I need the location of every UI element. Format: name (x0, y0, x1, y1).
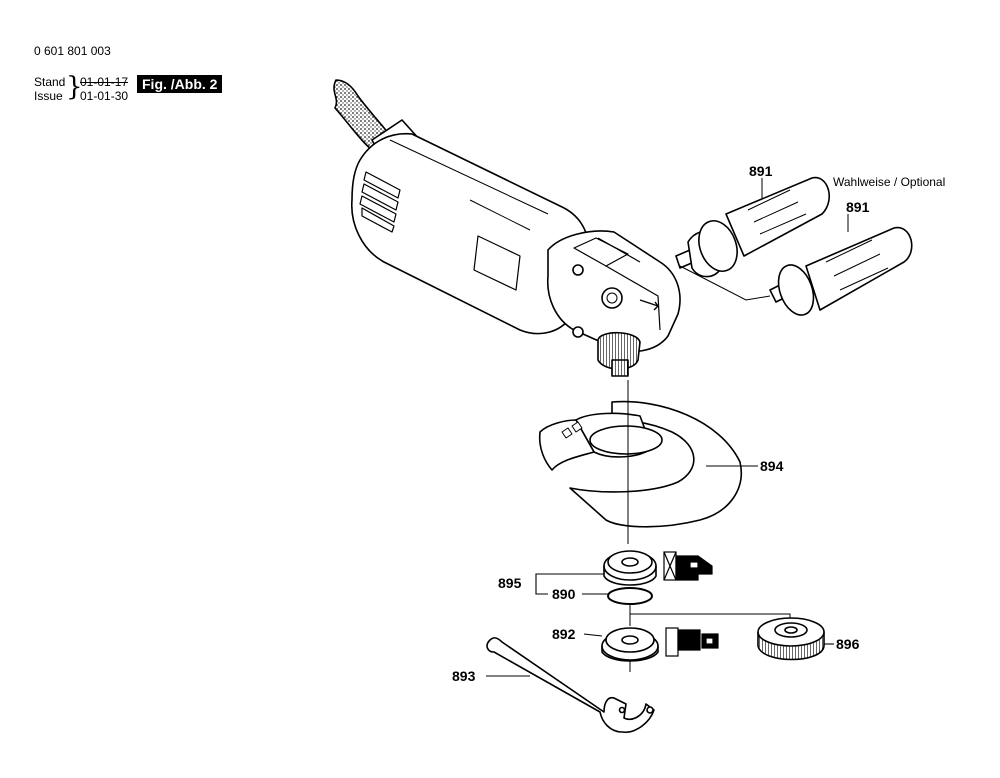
vent-slots (359, 171, 401, 233)
spindle (611, 359, 629, 377)
callout-895: 895 (498, 575, 522, 591)
aux-handle-angled (769, 226, 913, 316)
switch-panel (473, 235, 521, 291)
callout-892: 892 (552, 626, 576, 642)
flange-profile-symbol (663, 551, 713, 581)
stand-label: Stand (34, 75, 66, 89)
protective-guard (538, 400, 742, 528)
optional-note: Wahlweise / Optional (833, 175, 945, 189)
spindle-collar (597, 331, 641, 370)
issue-date: 01-01-30 (80, 89, 129, 103)
callout-891-straight: 891 (749, 163, 773, 179)
date-brace: } (66, 72, 83, 102)
o-ring (607, 587, 653, 605)
callout-896: 896 (836, 636, 860, 652)
aux-handle-straight (675, 177, 831, 278)
issue-label: Issue (34, 89, 63, 103)
stand-date: 01-01-17 (80, 75, 129, 89)
motor-housing (351, 132, 589, 335)
callout-890: 890 (552, 586, 576, 602)
callout-893: 893 (452, 668, 476, 684)
angle-grinder (333, 79, 681, 377)
callout-891-angled: 891 (846, 199, 870, 215)
callout-894: 894 (760, 458, 784, 474)
nut-profile-symbol (665, 627, 719, 657)
quick-clamp-nut (757, 617, 825, 661)
clamp-nut (601, 627, 659, 662)
two-pin-spanner (486, 637, 655, 733)
mounting-flange (603, 550, 657, 586)
figure-badge: Fig. /Abb. 2 (137, 75, 223, 93)
part-number: 0 601 801 003 (34, 44, 111, 58)
